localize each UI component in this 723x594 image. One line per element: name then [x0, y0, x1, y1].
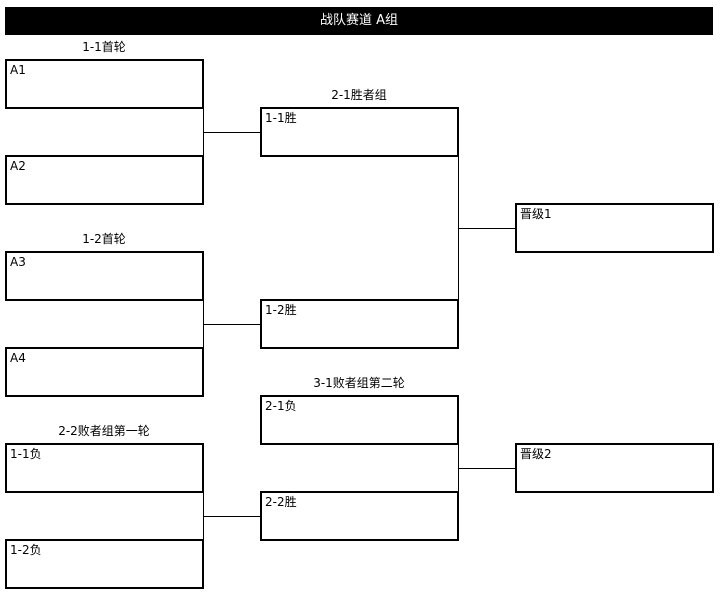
slot-1-1-winner[interactable]: 1-1胜 — [260, 107, 459, 157]
connector-winners-horizontal — [458, 228, 515, 229]
round-label-1-2: 1-2首轮 — [82, 232, 126, 246]
round-label-1-1: 1-1首轮 — [82, 40, 126, 54]
round-label-3-1: 3-1败者组第二轮 — [313, 376, 405, 390]
slot-a1[interactable]: A1 — [5, 59, 204, 109]
slot-a2[interactable]: A2 — [5, 155, 204, 205]
connector-a1-a2-horizontal — [203, 132, 260, 133]
slot-advance-1[interactable]: 晋级1 — [515, 203, 714, 253]
bracket-title: 战队赛道 A组 — [5, 7, 713, 35]
connector-losers-r2-horizontal — [458, 468, 515, 469]
connector-a3-a4-horizontal — [203, 324, 260, 325]
slot-advance-2[interactable]: 晋级2 — [515, 443, 714, 493]
slot-2-1-loser[interactable]: 2-1负 — [260, 395, 459, 445]
slot-2-2-winner[interactable]: 2-2胜 — [260, 491, 459, 541]
connector-losers-r1-horizontal — [203, 516, 260, 517]
round-label-2-2: 2-2败者组第一轮 — [58, 424, 150, 438]
round-label-2-1: 2-1胜者组 — [331, 88, 387, 102]
slot-a3[interactable]: A3 — [5, 251, 204, 301]
slot-1-2-winner[interactable]: 1-2胜 — [260, 299, 459, 349]
slot-a4[interactable]: A4 — [5, 347, 204, 397]
slot-1-1-loser[interactable]: 1-1负 — [5, 443, 204, 493]
slot-1-2-loser[interactable]: 1-2负 — [5, 539, 204, 589]
